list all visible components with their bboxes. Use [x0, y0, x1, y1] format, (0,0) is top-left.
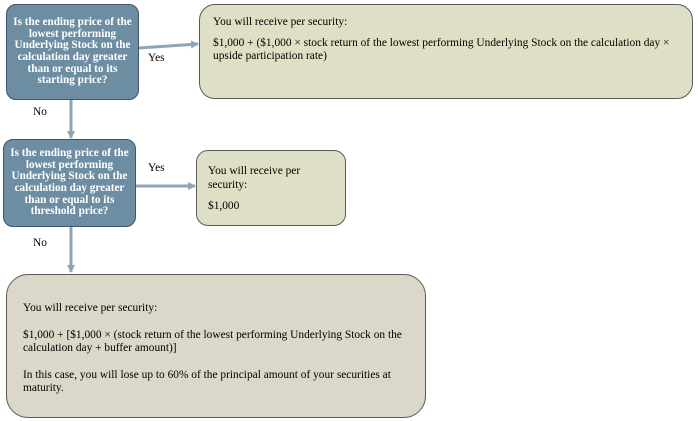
outcome-3-heading: You will receive per security:	[23, 302, 158, 314]
outcome-2-heading: You will receive per security:	[208, 165, 301, 191]
outcome-1-formula: $1,000 + ($1,000 × stock return of the l…	[213, 36, 670, 63]
decision-box-threshold-price: Is the ending price of the lowest perfor…	[3, 139, 136, 227]
outcome-2-value: $1,000	[208, 200, 240, 212]
outcome-3-formula: $1,000 + [$1,000 × (stock return of the …	[23, 328, 402, 355]
outcome-box-upside: You will receive per security: $1,000 + …	[199, 4, 693, 99]
outcome-box-par: You will receive per security: $1,000	[196, 150, 346, 226]
no-label-1: No	[33, 106, 47, 118]
yes-label-2: Yes	[148, 162, 165, 174]
decision-1-text: Is the ending price of the lowest perfor…	[13, 16, 132, 87]
yes-label-1: Yes	[148, 52, 165, 64]
outcome-1-heading: You will receive per security:	[213, 16, 348, 28]
outcome-3-note: In this case, you will lose up to 60% of…	[23, 368, 391, 395]
no-label-2: No	[33, 237, 47, 249]
decision-box-starting-price: Is the ending price of the lowest perfor…	[6, 4, 139, 100]
decision-2-text: Is the ending price of the lowest perfor…	[10, 147, 129, 218]
outcome-box-loss: You will receive per security: $1,000 + …	[6, 274, 426, 418]
arrow-yes-1	[138, 40, 199, 50]
